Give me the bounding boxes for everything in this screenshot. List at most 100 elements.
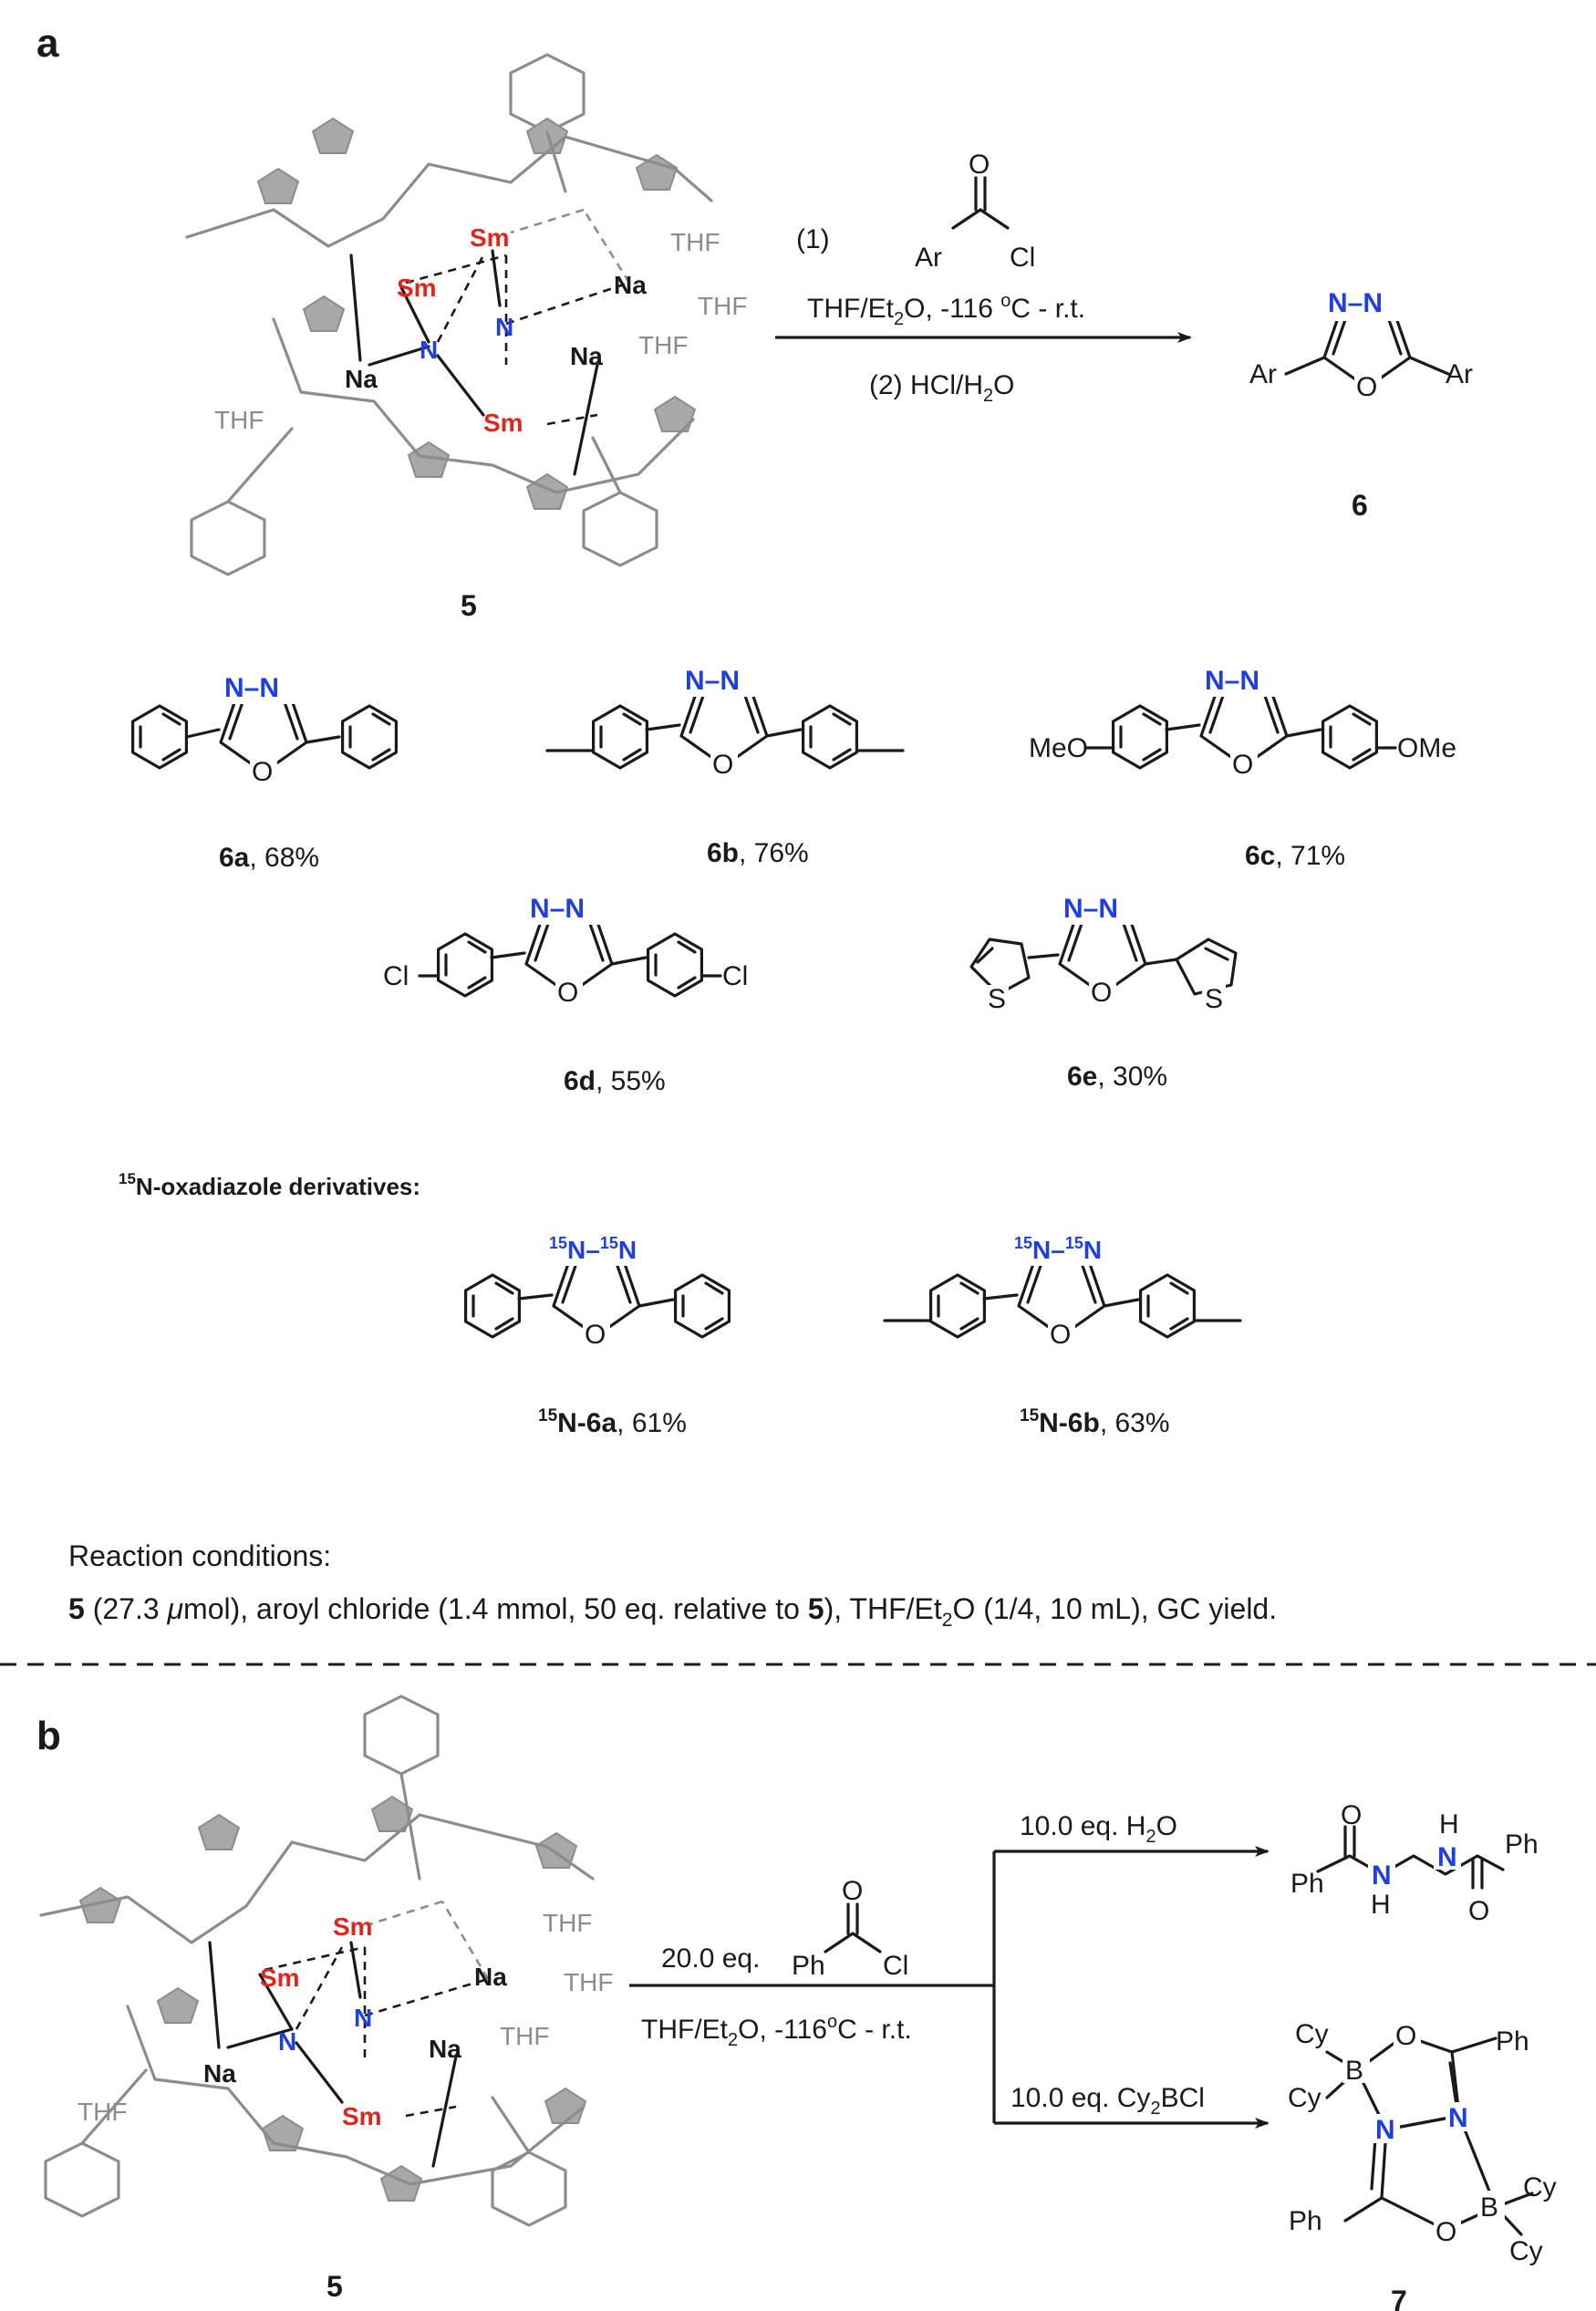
complex-5-structure-b [39, 1694, 595, 2227]
benzoyl-chloride-reagent [824, 1902, 882, 1953]
compound-15n-6b [883, 1257, 1242, 1339]
product-7-label: 7 [1391, 2285, 1407, 2311]
n15-heading: 15N-oxadiazole derivatives: [119, 1170, 420, 1200]
complex-b-sm-bottom: Sm [342, 2102, 382, 2130]
boron-n-right: N [1448, 2103, 1468, 2133]
complex-a-n-2: N [495, 313, 513, 341]
boron-o-top: O [1395, 2021, 1416, 2051]
6a-nn: N–N [224, 673, 279, 703]
6e-s-left: S [988, 984, 1006, 1014]
6d-cl-right: Cl [722, 961, 748, 991]
conditions-title: Reaction conditions: [68, 1539, 331, 1572]
branch2-label: 10.0 eq. Cy2BCl [1010, 2083, 1205, 2119]
complex-b-label: 5 [326, 2270, 343, 2303]
branch1-label: 10.0 eq. H2O [1020, 1811, 1177, 1847]
reagent-a-ar: Ar [915, 243, 942, 273]
product-6-label: 6 [1352, 489, 1368, 522]
complex-a-n-1: N [420, 336, 438, 364]
reagent-b-cl: Cl [883, 1951, 908, 1981]
boron-ph-bottom: Ph [1289, 2206, 1322, 2236]
6d-nn: N–N [530, 894, 585, 924]
hydrazide-h-top: H [1439, 1809, 1459, 1839]
complex-a-na-mid: Na [570, 342, 603, 370]
complex-5-structure-a [185, 53, 713, 576]
reagent-b-eq: 20.0 eq. [661, 1943, 760, 1974]
boron-cy-1: Cy [1295, 2019, 1329, 2049]
boron-b-bottom: B [1480, 2192, 1498, 2223]
complex-b-thf-1: THF [543, 1909, 592, 1937]
reagent-b-ph: Ph [792, 1951, 825, 1981]
label-6b: 6b, 76% [707, 838, 809, 868]
complex-a-na-right: Na [614, 271, 647, 299]
label-6c: 6c, 71% [1245, 841, 1345, 871]
dibenzoylhydrazine-product [1316, 1825, 1505, 1890]
product-6-ar-left: Ar [1249, 359, 1277, 389]
6e-o: O [1091, 978, 1112, 1008]
boron-cy-4: Cy [1509, 2236, 1543, 2266]
6b-o: O [712, 750, 733, 780]
boron-cy-2: Cy [1288, 2083, 1321, 2113]
complex-b-sm-top: Sm [333, 1912, 373, 1941]
15n-6a-nn: 15N–15N [549, 1234, 637, 1264]
15n-6a-o: O [585, 1320, 606, 1350]
panel-label-a: a [36, 21, 59, 66]
6a-o: O [252, 757, 273, 787]
compound-6b [545, 687, 905, 770]
label-15n-6a: 15N-6a, 61% [538, 1406, 687, 1438]
product-6-o: O [1356, 372, 1377, 402]
complex-a-sm-bottom: Sm [483, 409, 523, 437]
6e-s-right: S [1205, 984, 1223, 1014]
6e-nn: N–N [1063, 894, 1118, 924]
complex-b-sm-left: Sm [260, 1964, 300, 1992]
boron-n-left: N [1375, 2115, 1395, 2145]
complex-a-thf-3: THF [638, 331, 688, 359]
conditions-line: 5 (27.3 μmol), aroyl chloride (1.4 mmol,… [68, 1592, 1277, 1631]
boron-b-top: B [1345, 2056, 1363, 2086]
product-6-ar-right: Ar [1446, 359, 1473, 389]
boron-cy-3: Cy [1523, 2172, 1557, 2202]
complex-a-na-left: Na [345, 365, 378, 393]
hydrazide-ph-left: Ph [1290, 1869, 1324, 1899]
complex-b-thf-2: THF [564, 1968, 613, 1996]
hydrazide-h-bottom: H [1371, 1890, 1391, 1920]
step1-label: (1) [796, 224, 830, 254]
hydrazide-n-left: N [1372, 1860, 1392, 1891]
complex-b-na-mid: Na [429, 2035, 461, 2063]
label-6d: 6d, 55% [564, 1066, 666, 1096]
6b-nn: N–N [685, 666, 740, 696]
label-15n-6b: 15N-6b, 63% [1020, 1406, 1170, 1438]
complex-a-thf-4: THF [214, 406, 264, 434]
complex-a-thf-2: THF [698, 292, 747, 320]
boron-ph-top: Ph [1496, 2026, 1529, 2057]
complex-b-n-1: N [278, 2027, 296, 2056]
15n-6b-nn: 15N–15N [1014, 1234, 1102, 1264]
6d-o: O [557, 978, 578, 1008]
reagent-a-o: O [969, 150, 990, 180]
complex-b-na-left: Na [203, 2059, 236, 2088]
reagent-a-cl: Cl [1010, 243, 1035, 273]
complex-b-na-right: Na [474, 1963, 507, 1991]
panel-label-b: b [36, 1714, 61, 1758]
6d-cl-left: Cl [383, 961, 409, 991]
15n-6b-o: O [1050, 1320, 1071, 1350]
hydrazide-o-bottom: O [1468, 1896, 1489, 1926]
conditions-b: THF/Et2O, -116oC - r.t. [641, 2012, 912, 2050]
label-6a: 6a, 68% [219, 843, 319, 873]
6c-o: O [1232, 750, 1253, 780]
6c-meo: MeO [1029, 733, 1088, 763]
complex-a-thf-1: THF [670, 228, 720, 256]
label-6e: 6e, 30% [1067, 1062, 1167, 1092]
6c-ome: OMe [1397, 733, 1456, 763]
boron-o-bottom: O [1435, 2217, 1456, 2247]
complex-b-thf-3: THF [500, 2022, 549, 2050]
complex-a-sm-top: Sm [470, 223, 510, 252]
complex-b-thf-4: THF [78, 2098, 127, 2126]
hydrazide-n-right: N [1437, 1842, 1457, 1872]
step2-label: (2) HCl/H2O [869, 370, 1014, 406]
complex-b-n-2: N [354, 2004, 372, 2032]
complex-a-label: 5 [461, 589, 477, 622]
acyl-chloride-reagent [951, 176, 1010, 230]
product-6-nn: N–N [1328, 288, 1383, 318]
conditions-a: THF/Et2O, -116 oC - r.t. [807, 291, 1085, 329]
